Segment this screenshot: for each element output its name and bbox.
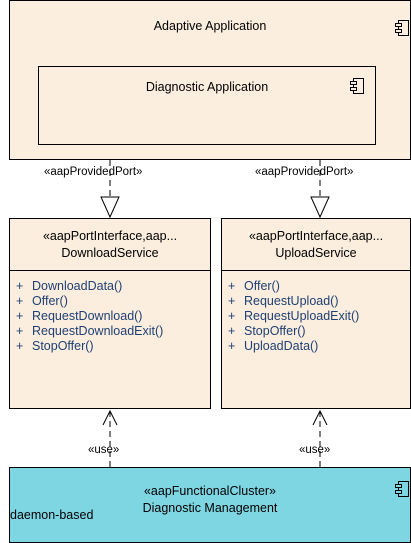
operation-item[interactable]: +Offer()	[228, 279, 280, 293]
diagnostic-management-functional-cluster[interactable]: «aapFunctionalCluster» Diagnostic Manage…	[9, 467, 411, 543]
operation-item[interactable]: +StopOffer()	[228, 324, 306, 338]
operation-item[interactable]: +RequestDownloadExit()	[16, 324, 164, 338]
use-dependency-left[interactable]	[102, 409, 118, 467]
operation-item[interactable]: +StopOffer()	[16, 339, 94, 353]
component-icon	[395, 481, 409, 497]
operation-item[interactable]: +UploadData()	[228, 339, 319, 353]
download-service-divider	[10, 270, 210, 271]
component-icon	[395, 20, 409, 36]
upload-service-operations: +Offer() +RequestUpload() +RequestUpload…	[226, 279, 359, 354]
adaptive-application-name: Adaptive Application	[153, 19, 267, 33]
download-service-interface[interactable]: «aapPortInterface,aap... DownloadService…	[9, 218, 211, 409]
adaptive-application-component[interactable]: Adaptive Application Diagnostic Applicat…	[9, 0, 411, 160]
upload-service-stereotype: «aapPortInterface,aap...	[248, 229, 384, 243]
download-service-operations: +DownloadData() +Offer() +RequestDownloa…	[14, 279, 163, 354]
operation-item[interactable]: +RequestUploadExit()	[228, 309, 360, 323]
realization-connector-left[interactable]	[100, 160, 120, 219]
upload-service-interface[interactable]: «aapPortInterface,aap... UploadService +…	[221, 218, 411, 409]
use-dependency-right[interactable]	[312, 409, 328, 467]
operation-item[interactable]: +RequestDownload()	[16, 309, 143, 323]
diagnostic-application-name: Diagnostic Application	[145, 80, 269, 94]
upload-service-divider	[222, 270, 410, 271]
functional-cluster-stereotype: «aapFunctionalCluster»	[143, 484, 277, 498]
operation-item[interactable]: +DownloadData()	[16, 279, 123, 293]
upload-service-name: UploadService	[275, 246, 357, 260]
port-stereotype-right: «aapProvidedPort»	[255, 166, 354, 178]
component-icon	[350, 78, 364, 94]
diagnostic-application-component[interactable]: Diagnostic Application	[38, 66, 376, 145]
download-service-name: DownloadService	[61, 246, 159, 260]
use-label-right: «use»	[299, 444, 331, 456]
operation-item[interactable]: +RequestUpload()	[228, 294, 339, 308]
download-service-stereotype: «aapPortInterface,aap...	[42, 229, 178, 243]
functional-cluster-name: Diagnostic Management	[142, 501, 278, 515]
operation-item[interactable]: +Offer()	[16, 294, 68, 308]
realization-connector-right[interactable]	[310, 160, 330, 219]
port-stereotype-left: «aapProvidedPort»	[44, 166, 143, 178]
functional-cluster-tag: daemon-based	[10, 508, 94, 522]
use-label-left: «use»	[88, 444, 120, 456]
